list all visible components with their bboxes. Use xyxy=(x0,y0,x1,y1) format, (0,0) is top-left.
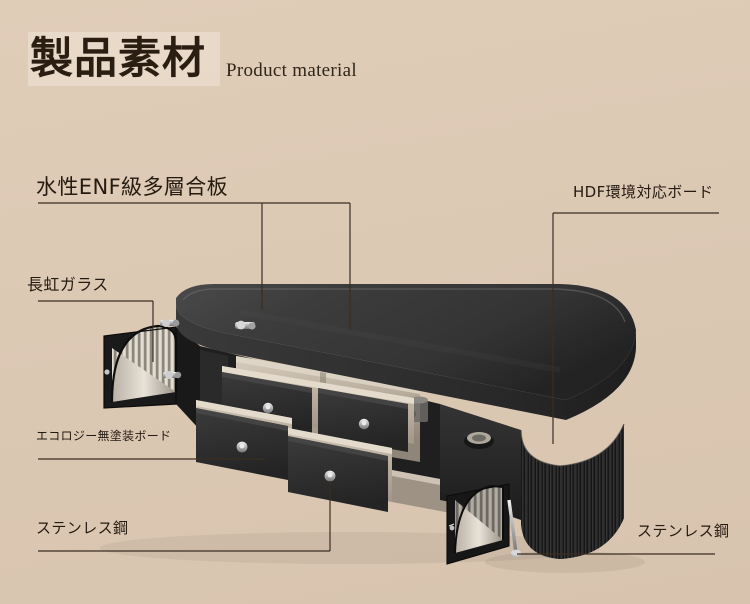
callout-label-plywood: 水性ENF級多層合板 xyxy=(36,175,229,199)
door-hinge-upper xyxy=(160,319,180,327)
cabinet-top-panel xyxy=(176,284,636,420)
left-glass-door xyxy=(103,319,182,409)
title-highlight-box xyxy=(28,32,220,86)
right-glass-door xyxy=(446,483,510,565)
callout-label-glass: 長虹ガラス xyxy=(27,275,109,294)
drawer-upper-right xyxy=(318,382,414,452)
shelf-accessory xyxy=(464,432,494,449)
page-subtitle: Product material xyxy=(226,60,357,81)
callout-label-hdf: HDF環境対応ボード xyxy=(573,183,714,201)
drawer-lower-left xyxy=(196,400,292,480)
callout-label-eco-board: エコロジー無塗装ボード xyxy=(36,429,172,443)
header: 製品素材 Product material xyxy=(0,0,750,120)
callout-label-steel-left: ステンレス鋼 xyxy=(36,519,129,537)
metal-leg xyxy=(507,499,521,558)
door-hinge-lower xyxy=(163,371,182,379)
page-title: 製品素材 xyxy=(30,34,206,84)
drawer-lower-right xyxy=(288,428,392,512)
callout-label-steel-right: ステンレス鋼 xyxy=(637,522,730,540)
